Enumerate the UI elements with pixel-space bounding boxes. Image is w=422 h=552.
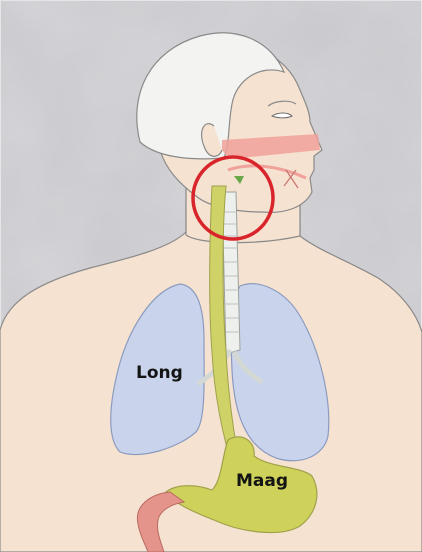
stomach-label: Maag bbox=[236, 471, 288, 491]
lung-label: Long bbox=[136, 363, 183, 383]
